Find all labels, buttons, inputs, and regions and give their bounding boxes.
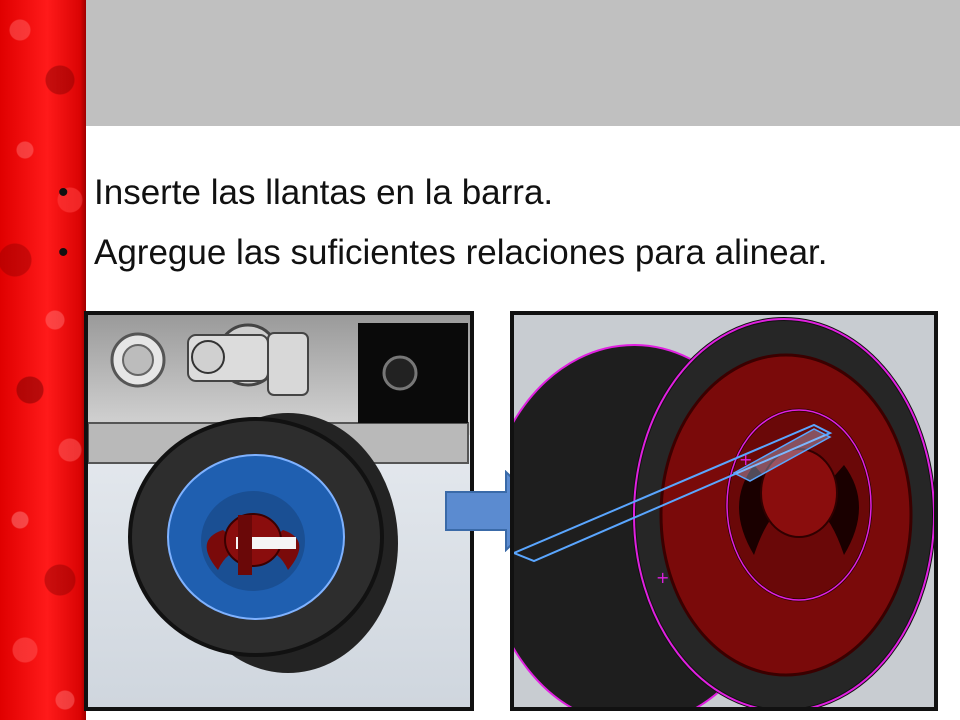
- header-band: [86, 0, 960, 126]
- svg-text:+: +: [739, 450, 752, 469]
- bullet-list: • Inserte las llantas en la barra. • Agreg…: [56, 172, 828, 292]
- wheel-insert-render-icon: [88, 315, 470, 707]
- bullet-item-align: • Agregue las suficientes relaciones para…: [56, 232, 828, 274]
- bullet-dot-icon: •: [58, 176, 69, 209]
- wheel-tire-icon: [128, 413, 398, 673]
- bullet-text: Inserte las llantas en la barra.: [94, 173, 554, 212]
- bullet-dot-icon: •: [58, 236, 69, 269]
- cad-image-wheel-insert: [84, 311, 474, 711]
- svg-text:+: +: [656, 568, 669, 587]
- cad-image-wheel-aligned: + +: [510, 311, 938, 711]
- wheel-aligned-render-icon: + +: [514, 315, 934, 707]
- decorative-red-strip: [0, 0, 86, 720]
- bullet-item-insert: • Inserte las llantas en la barra.: [56, 172, 828, 214]
- bullet-text: Agregue las suficientes relaciones para …: [94, 233, 828, 272]
